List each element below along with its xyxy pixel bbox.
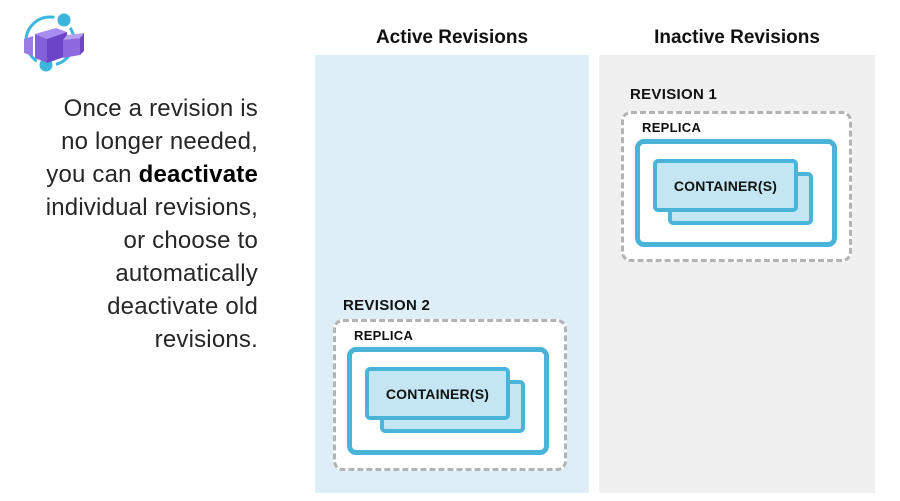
revision-1-replica-box: REPLICA CONTAINER(S): [621, 111, 852, 262]
container-apps-logo-svg: [24, 10, 84, 75]
revision-1-label: REVISION 1: [630, 86, 718, 103]
revision-1-container-front: CONTAINER(S): [653, 159, 798, 212]
revision-1-replica-frame: CONTAINER(S): [635, 139, 837, 247]
revision-2-replica-box: REPLICA CONTAINER(S): [333, 319, 567, 471]
revision-2-replica-label: REPLICA: [354, 328, 414, 343]
inactive-revisions-title: Inactive Revisions: [654, 27, 820, 48]
revision-2-label: REVISION 2: [343, 297, 431, 314]
revision-1-replica-label: REPLICA: [642, 120, 702, 135]
revision-2-replica-frame: CONTAINER(S): [347, 347, 549, 455]
revision-2-container-front: CONTAINER(S): [365, 367, 510, 420]
container-apps-logo-icon: [20, 10, 86, 75]
intro-text-before: Once a revision is no longer needed, you…: [46, 95, 258, 188]
inactive-revisions-panel: REVISION 1 REPLICA CONTAINER(S): [599, 55, 875, 493]
intro-text-bold: deactivate: [138, 161, 258, 188]
active-revisions-panel: REVISION 2 REPLICA CONTAINER(S): [315, 55, 589, 493]
intro-text-after: individual revisions, or choose to autom…: [45, 194, 258, 353]
active-revisions-title: Active Revisions: [375, 27, 529, 48]
intro-text: Once a revision is no longer needed, you…: [10, 92, 258, 356]
